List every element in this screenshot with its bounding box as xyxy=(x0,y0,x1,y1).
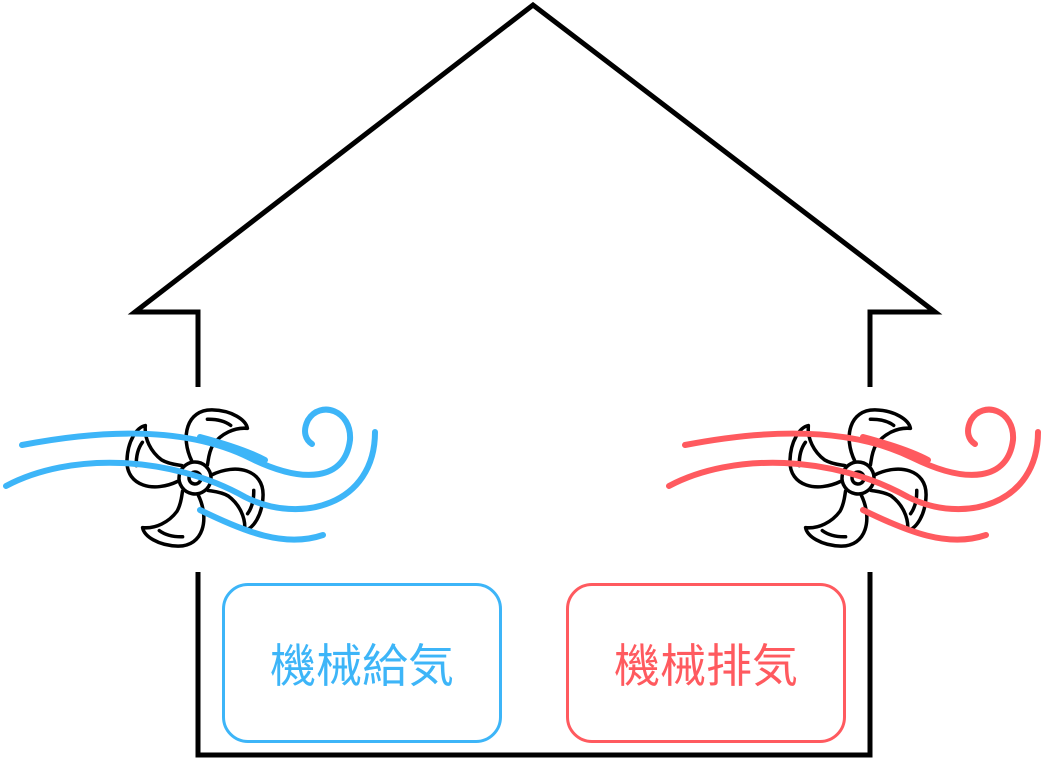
wind-icon-exhaust xyxy=(666,406,1041,543)
house-outline xyxy=(127,1,943,758)
wind-icon-supply xyxy=(3,406,378,543)
mechanical-supply-label: 機械給気 xyxy=(222,583,502,743)
exhaust-text: 機械排気 xyxy=(614,639,798,693)
mechanical-exhaust-label: 機械排気 xyxy=(566,583,846,743)
supply-text: 機械給気 xyxy=(270,639,454,693)
